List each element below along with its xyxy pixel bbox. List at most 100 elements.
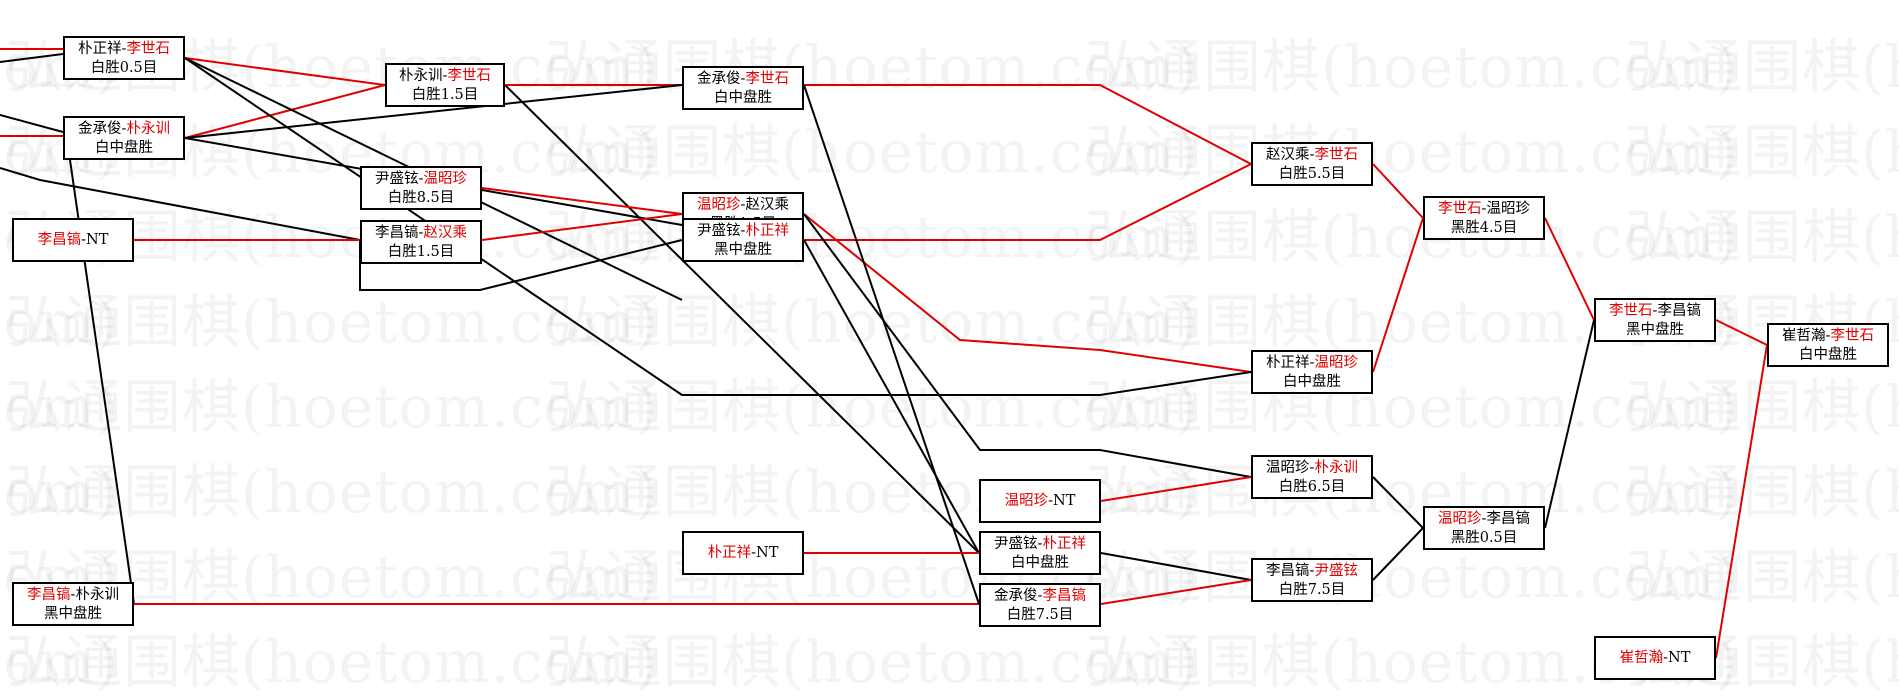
- vs-dash: -: [740, 223, 746, 239]
- player-two: 赵汉乘: [423, 225, 467, 241]
- match-players: 金承俊-李昌镐: [981, 587, 1099, 606]
- match-box: 李昌镐-朴永训黑中盘胜: [12, 582, 134, 626]
- player-one: 赵汉乘: [1266, 147, 1310, 163]
- match-box: 朴正祥-NT: [682, 531, 804, 575]
- bracket-connector: [1372, 217, 1424, 373]
- bracket-connector: [184, 84, 683, 139]
- player-one: 朴正祥: [707, 545, 752, 561]
- bracket-connector: [1715, 319, 1768, 346]
- vs-dash: -: [442, 68, 448, 84]
- vs-dash: -: [121, 41, 127, 57]
- match-result: 黑中盘胜: [1626, 322, 1684, 338]
- player-two: NT: [756, 545, 779, 561]
- bracket-connector: [1372, 163, 1424, 219]
- match-players: 李昌镐-赵汉乘: [362, 224, 480, 243]
- player-one: 金承俊: [78, 121, 122, 137]
- match-players: 李昌镐-尹盛铉: [1253, 562, 1371, 581]
- bracket-connector: [1372, 527, 1424, 581]
- match-result: 白胜6.5目: [1278, 479, 1346, 495]
- vs-dash: -: [1825, 328, 1831, 344]
- vs-dash: -: [740, 197, 746, 213]
- match-players: 崔哲瀚-NT: [1596, 649, 1714, 668]
- player-one: 李昌镐: [37, 232, 82, 248]
- bracket-connector: [803, 213, 1252, 478]
- bracket-connector: [481, 213, 683, 241]
- match-result: 白胜1.5目: [387, 244, 455, 260]
- vs-dash: -: [1309, 460, 1315, 476]
- match-players: 李昌镐-NT: [14, 231, 132, 250]
- match-box: 朴正祥-李世石白胜0.5目: [63, 36, 185, 80]
- match-box: 李昌镐-尹盛铉白胜7.5目: [1251, 558, 1373, 602]
- vs-dash: -: [751, 545, 757, 561]
- match-result: 白中盘胜: [714, 90, 772, 106]
- player-one: 朴正祥: [78, 41, 122, 57]
- player-two: 朴永训: [126, 121, 170, 137]
- match-players: 金承俊-朴永训: [65, 120, 183, 139]
- player-one: 尹盛铉: [994, 536, 1038, 552]
- player-two: 朴永训: [75, 587, 119, 603]
- vs-dash: -: [1309, 563, 1315, 579]
- player-two: 李世石: [745, 71, 789, 87]
- player-one: 尹盛铉: [375, 171, 419, 187]
- player-two: 李昌镐: [1657, 303, 1701, 319]
- match-players: 朴正祥-NT: [684, 544, 802, 563]
- match-players: 温昭珍-NT: [981, 492, 1099, 511]
- match-box: 尹盛铉-温昭珍白胜8.5目: [360, 166, 482, 210]
- vs-dash: -: [81, 232, 87, 248]
- vs-dash: -: [1481, 201, 1487, 217]
- player-two: 李昌镐: [1486, 511, 1530, 527]
- vs-dash: -: [1481, 511, 1487, 527]
- match-players: 温昭珍-朴永训: [1253, 459, 1371, 478]
- match-players: 朴永训-李世石: [387, 67, 503, 86]
- match-players: 李世石-温昭珍: [1425, 200, 1543, 219]
- bracket-connector: [804, 84, 1252, 165]
- vs-dash: -: [1309, 147, 1315, 163]
- vs-dash: -: [1048, 493, 1054, 509]
- match-players: 温昭珍-赵汉乘: [684, 196, 802, 215]
- bracket-connector: [1372, 476, 1424, 529]
- bracket-connector: [0, 53, 64, 63]
- player-one: 金承俊: [697, 71, 741, 87]
- match-box: 金承俊-朴永训白中盘胜: [63, 116, 185, 160]
- player-two: 温昭珍: [423, 171, 467, 187]
- player-two: 李世石: [1830, 328, 1874, 344]
- vs-dash: -: [418, 171, 424, 187]
- player-two: 李世石: [1314, 147, 1358, 163]
- bracket-connector: [0, 114, 64, 133]
- match-players: 朴正祥-温昭珍: [1253, 354, 1371, 373]
- match-result: 白胜7.5目: [1006, 607, 1074, 623]
- match-players: 李昌镐-朴永训: [14, 586, 132, 605]
- player-one: 李世石: [1438, 201, 1482, 217]
- match-box: 崔哲瀚-NT: [1594, 636, 1716, 680]
- bracket-connector: [359, 239, 683, 291]
- player-one: 李昌镐: [27, 587, 71, 603]
- match-result: 白中盘胜: [95, 140, 153, 156]
- bracket-connector: [184, 84, 386, 139]
- player-one: 李世石: [1609, 303, 1653, 319]
- match-players: 尹盛铉-朴正祥: [981, 535, 1099, 554]
- match-result: 黑中盘胜: [714, 242, 772, 258]
- match-box: 尹盛铉-朴正祥黑中盘胜: [682, 218, 804, 262]
- bracket-connector: [1715, 344, 1768, 659]
- match-box: 崔哲瀚-李世石白中盘胜: [1767, 323, 1889, 367]
- player-two: 李昌镐: [1042, 588, 1086, 604]
- match-players: 李世石-李昌镐: [1596, 302, 1714, 321]
- match-players: 朴正祥-李世石: [65, 40, 183, 59]
- match-result: 白胜8.5目: [387, 190, 455, 206]
- match-result: 白中盘胜: [1011, 555, 1069, 571]
- player-two: NT: [1053, 493, 1076, 509]
- player-one: 温昭珍: [1266, 460, 1310, 476]
- match-players: 温昭珍-李昌镐: [1425, 510, 1543, 529]
- player-one: 崔哲瀚: [1782, 328, 1826, 344]
- player-two: 李世石: [447, 68, 491, 84]
- vs-dash: -: [740, 71, 746, 87]
- bracket-connector: [1544, 319, 1595, 529]
- player-one: 李昌镐: [1266, 563, 1310, 579]
- player-two: 温昭珍: [1314, 355, 1358, 371]
- match-result: 白胜1.5目: [411, 87, 479, 103]
- vs-dash: -: [1309, 355, 1315, 371]
- bracket-connector: [1100, 476, 1252, 502]
- player-one: 尹盛铉: [697, 223, 741, 239]
- match-box: 李世石-李昌镐黑中盘胜: [1594, 298, 1716, 342]
